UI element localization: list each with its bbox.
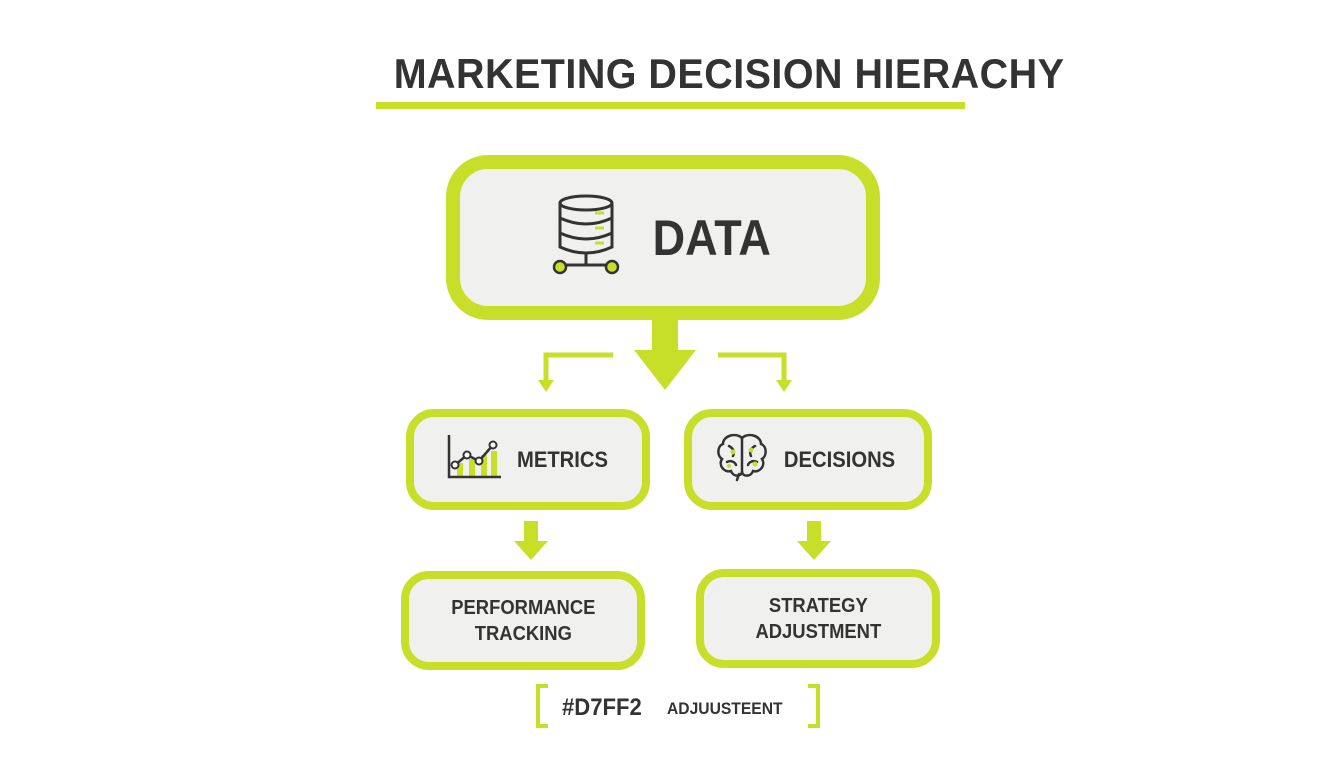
decisions-node: DECISIONS: [684, 409, 932, 510]
footer-bracket: #D7FF2 ADJUUSTEENT: [536, 684, 820, 728]
strategy-adjustment-node: STRATEGY ADJUSTMENT: [696, 569, 940, 668]
data-node: DATA: [446, 155, 880, 320]
left-branch-arrow: [543, 352, 613, 384]
strategy-label-line1: STRATEGY: [768, 594, 868, 617]
decisions-to-strategy-arrow: [797, 521, 831, 560]
metrics-label: METRICS: [516, 446, 608, 472]
footer-color-code: #D7FF2: [562, 694, 642, 721]
footer-bracket-right: [808, 684, 820, 728]
performance-tracking-node: PERFORMANCE TRACKING: [401, 571, 645, 670]
title-underline: [376, 102, 965, 109]
data-label: DATA: [652, 209, 772, 266]
metrics-node: METRICS: [406, 409, 650, 510]
database-icon: [548, 193, 624, 282]
performance-label-line2: TRACKING: [474, 622, 572, 645]
left-branch-arrowhead: [538, 380, 554, 392]
metrics-to-performance-arrow: [514, 521, 548, 560]
strategy-label-line2: ADJUSTMENT: [755, 620, 881, 643]
footer-caption: ADJUUSTEENT: [667, 699, 783, 718]
right-branch-arrowhead: [776, 380, 792, 392]
strategy-adjustment-label: STRATEGY ADJUSTMENT: [755, 593, 881, 645]
line-chart-icon: [445, 433, 503, 486]
performance-label-line1: PERFORMANCE: [450, 596, 596, 619]
performance-tracking-label: PERFORMANCE TRACKING: [451, 595, 595, 647]
main-down-arrow: [634, 318, 696, 390]
right-branch-arrow: [718, 352, 787, 384]
decisions-label: DECISIONS: [784, 446, 896, 472]
brain-icon: [715, 432, 769, 487]
footer-bracket-left: [536, 684, 548, 728]
